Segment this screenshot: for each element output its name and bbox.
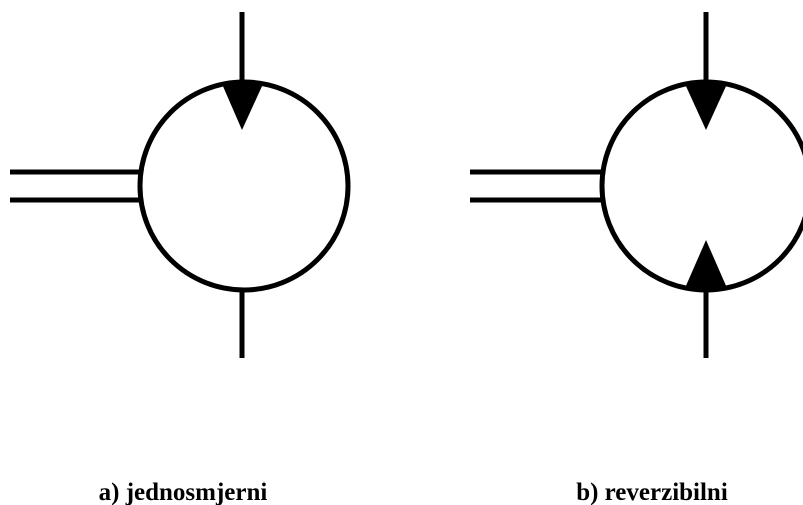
caption-reversible: b) reverzibilni xyxy=(576,479,728,505)
flow-arrow-down-icon xyxy=(685,84,727,130)
pump-symbol-reversible: b) reverzibilni xyxy=(470,12,803,505)
flow-arrow-down-icon xyxy=(222,84,263,130)
pump-circle xyxy=(599,79,803,293)
pump-circle xyxy=(137,79,351,293)
flow-arrow-up-icon xyxy=(685,240,727,288)
pump-symbol-unidirectional: a) jednosmjerni xyxy=(10,12,351,505)
caption-unidirectional: a) jednosmjerni xyxy=(99,479,268,505)
